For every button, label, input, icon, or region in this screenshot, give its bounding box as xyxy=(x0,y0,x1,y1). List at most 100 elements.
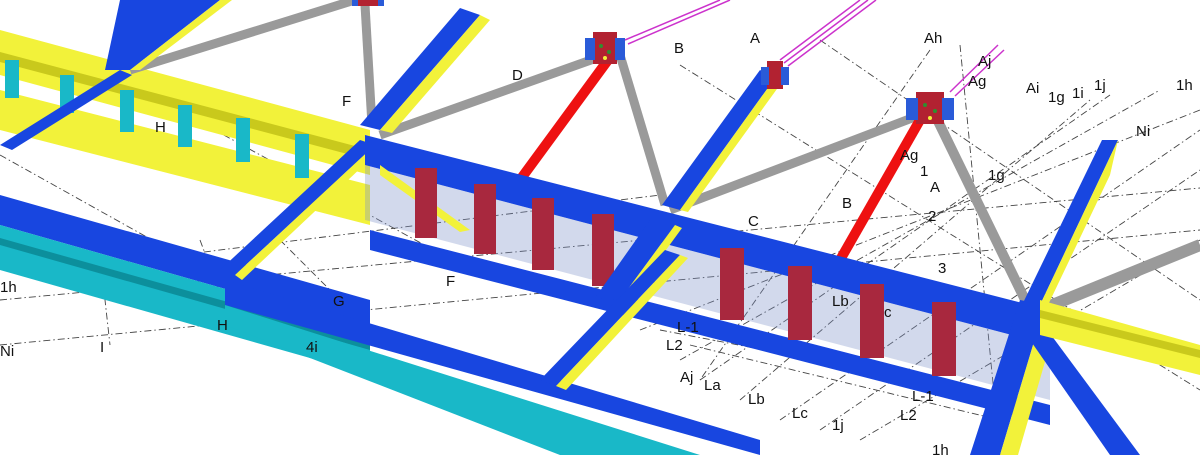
label-Aj-low: Aj xyxy=(680,369,693,386)
label-c: c xyxy=(884,304,892,321)
label-Ni-left: Ni xyxy=(0,343,14,360)
gray-brace[interactable] xyxy=(930,112,1035,313)
grid-line xyxy=(639,109,1200,331)
red-brace[interactable] xyxy=(835,117,925,263)
stiffener[interactable] xyxy=(788,266,812,340)
grid-line xyxy=(679,89,1161,361)
label-B-mid: B xyxy=(842,195,852,212)
label-L-1-left: L-1 xyxy=(677,319,699,336)
cross-beam[interactable] xyxy=(540,250,680,386)
label-D: D xyxy=(512,67,523,84)
label-C: C xyxy=(748,213,759,230)
grid-line xyxy=(819,169,1200,431)
connection-node[interactable] xyxy=(352,0,384,6)
label-F-top: F xyxy=(342,93,351,110)
label-1j-low: 1j xyxy=(832,417,844,434)
girder-bottom-flange[interactable] xyxy=(0,90,370,225)
cross-beam[interactable] xyxy=(662,70,775,210)
label-1h-right: 1h xyxy=(1176,77,1193,94)
label-A-top: A xyxy=(750,30,760,47)
label-3: 3 xyxy=(938,260,946,277)
stiffener[interactable] xyxy=(720,248,744,320)
label-Lb-low: Lb xyxy=(748,391,765,408)
stiffener[interactable] xyxy=(236,118,250,162)
gray-brace[interactable] xyxy=(668,110,922,215)
red-braces[interactable] xyxy=(515,57,925,263)
grid-line xyxy=(699,94,1111,381)
stiffener[interactable] xyxy=(860,284,884,358)
cross-beam[interactable] xyxy=(105,0,220,70)
front-column-beam[interactable] xyxy=(970,300,1045,455)
red-brace[interactable] xyxy=(515,57,613,183)
front-beams[interactable] xyxy=(225,250,1200,455)
front-girder-web[interactable] xyxy=(225,305,700,455)
label-1h-left: 1h xyxy=(0,279,17,296)
label-I: I xyxy=(100,339,104,356)
label-1h-bottom: 1h xyxy=(932,442,949,455)
cross-beam[interactable] xyxy=(1022,140,1118,305)
stiffener[interactable] xyxy=(474,184,496,254)
label-L2-left: L2 xyxy=(666,337,683,354)
label-2: 2 xyxy=(928,208,936,225)
grid-labels: D B A Ah Aj Ag Ai 1g 1i 1j 1h Ni F H Ag … xyxy=(0,30,1193,455)
gray-brace[interactable] xyxy=(378,50,607,140)
cross-beam[interactable] xyxy=(595,220,675,300)
label-L-1-right: L-1 xyxy=(912,388,934,405)
main-girder[interactable] xyxy=(365,135,1050,425)
diagonal-beam[interactable] xyxy=(1030,320,1140,455)
gray-brace[interactable] xyxy=(615,53,670,207)
label-1g-mid: 1g xyxy=(988,167,1005,184)
front-girder-top-flange[interactable] xyxy=(225,280,760,455)
gray-brace[interactable] xyxy=(360,4,377,126)
back-left-girder[interactable] xyxy=(0,30,370,225)
label-H-low: H xyxy=(217,317,228,334)
stiffener[interactable] xyxy=(532,198,554,270)
magenta-lines xyxy=(624,0,1005,97)
label-G: G xyxy=(333,293,345,310)
label-A-mid: A xyxy=(930,179,940,196)
label-Ai: Ai xyxy=(1026,80,1039,97)
cross-beams[interactable] xyxy=(105,0,1118,305)
stiffener[interactable] xyxy=(5,60,19,98)
girder-bottom-flange[interactable] xyxy=(370,230,1050,425)
connection-node[interactable] xyxy=(761,61,789,89)
label-Ag-top: Ag xyxy=(968,73,986,90)
cross-beam[interactable] xyxy=(220,140,375,275)
stiffener[interactable] xyxy=(178,105,192,147)
label-1-mid: 1 xyxy=(920,163,928,180)
label-Aj-top: Aj xyxy=(978,53,991,70)
stiffener[interactable] xyxy=(415,168,437,238)
label-Lb-mid: Lb xyxy=(832,293,849,310)
cross-beam[interactable] xyxy=(360,8,480,130)
grid-line xyxy=(689,344,1001,421)
connection-nodes[interactable] xyxy=(352,0,954,124)
label-Ni-right: Ni xyxy=(1136,123,1150,140)
label-4i: 4i xyxy=(306,339,318,356)
gray-brace[interactable] xyxy=(128,0,357,75)
grid-line xyxy=(959,44,1001,455)
label-La: La xyxy=(704,377,721,394)
label-Lc: Lc xyxy=(792,405,808,422)
stiffener[interactable] xyxy=(932,302,956,376)
label-H-top: H xyxy=(155,119,166,136)
connection-node[interactable] xyxy=(585,32,625,64)
stiffener[interactable] xyxy=(120,90,134,132)
label-L2-right: L2 xyxy=(900,407,917,424)
stiffener[interactable] xyxy=(592,214,614,286)
grid-line xyxy=(0,187,1200,301)
label-Ag-mid: Ag xyxy=(900,147,918,164)
gray-brace[interactable] xyxy=(1037,239,1200,316)
label-F-low: F xyxy=(446,273,455,290)
diagonal-beam[interactable] xyxy=(0,70,132,150)
connection-node[interactable] xyxy=(906,92,954,124)
label-B-top: B xyxy=(674,40,684,57)
gray-braces[interactable] xyxy=(115,0,1200,316)
label-1i-top: 1i xyxy=(1072,85,1084,102)
stiffener[interactable] xyxy=(295,134,309,178)
label-Ah: Ah xyxy=(924,30,942,47)
grid-line xyxy=(779,129,1200,421)
label-1j-top: 1j xyxy=(1094,77,1106,94)
label-1g-top: 1g xyxy=(1048,89,1065,106)
